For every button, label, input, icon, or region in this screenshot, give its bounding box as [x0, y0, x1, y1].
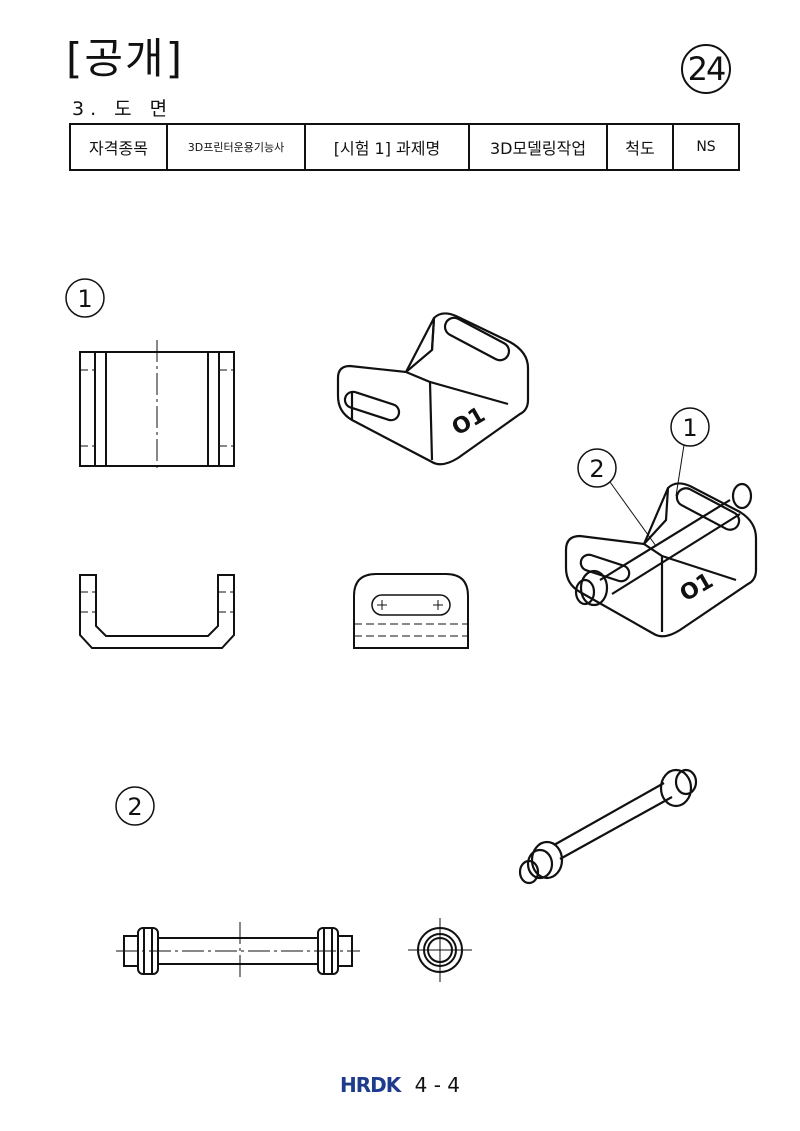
assembly-balloon-1 [670, 407, 710, 447]
cell-scale-label: 척도 [606, 123, 674, 171]
assembly-balloon-2 [577, 448, 617, 488]
part1-side-view [353, 573, 469, 649]
cell-qualification-value: 3D프린터운용기능사 [166, 123, 306, 171]
assembly-isometric-view [564, 482, 758, 638]
part1-balloon [65, 278, 105, 318]
info-table: 자격종목 3D프린터운용기능사 [시험 1] 과제명 3D모델링작업 척도 NS [69, 123, 740, 171]
page-title: [공개] [66, 34, 185, 83]
page-number-badge: 24 [681, 44, 731, 94]
cell-qualification-label: 자격종목 [69, 123, 168, 171]
part1-front-view [79, 574, 235, 649]
hrdk-logo: HRDK [340, 1073, 401, 1097]
part2-front-view [116, 922, 360, 980]
part2-end-view [408, 918, 472, 982]
section-heading: 3. 도 면 [72, 98, 174, 120]
part1-isometric-view [336, 312, 530, 466]
part2-isometric-view [518, 768, 698, 885]
info-table-row: 자격종목 3D프린터운용기능사 [시험 1] 과제명 3D모델링작업 척도 NS [69, 123, 740, 171]
footer: HRDK 4 - 4 [0, 1073, 800, 1097]
assembly-engraving: O1 [676, 568, 718, 607]
part2-balloon [115, 786, 155, 826]
cell-task-value: 3D모델링작업 [468, 123, 608, 171]
assembly-label-2: 2 [589, 455, 604, 483]
part1-top-view [79, 340, 235, 472]
cell-task-label: [시험 1] 과제명 [304, 123, 470, 171]
part1-label: 1 [77, 285, 92, 313]
cell-scale-value: NS [672, 123, 740, 171]
footer-page-number: 4 - 4 [414, 1073, 460, 1097]
part2-label: 2 [127, 793, 142, 821]
assembly-label-1: 1 [682, 414, 697, 442]
part1-engraving: O1 [448, 402, 490, 441]
